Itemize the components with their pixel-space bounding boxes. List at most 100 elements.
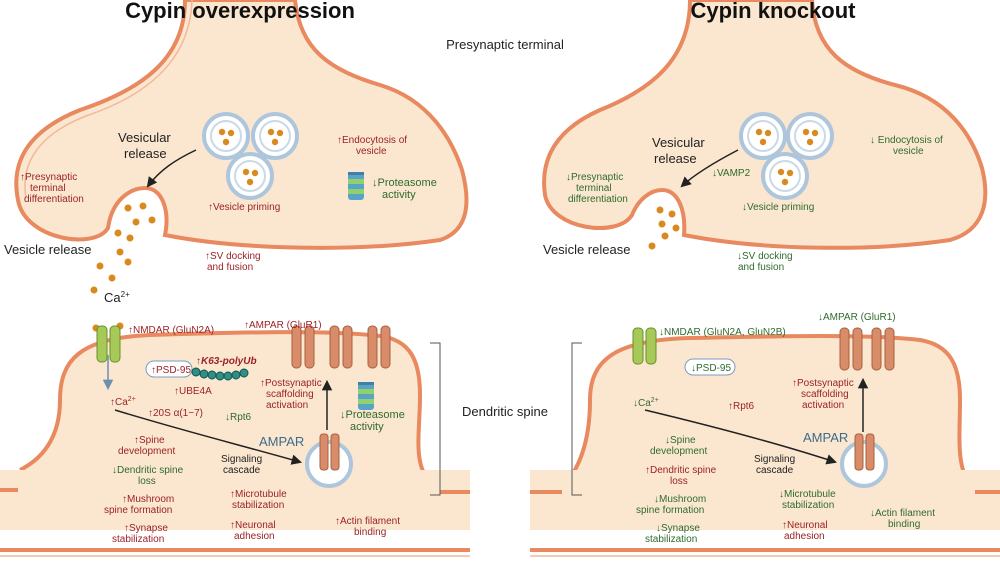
right-spine-loss-2: loss: [670, 476, 688, 487]
right-nmdar-label: ↓NMDAR (GluN2A, GluN2B): [659, 327, 786, 338]
right-signaling-2: cascade: [756, 465, 794, 476]
right-spine-dev-2: development: [650, 446, 707, 457]
right-presyn-diff-2: terminal: [576, 183, 612, 194]
left-mushroom-1: ↑Mushroom: [122, 494, 174, 505]
left-proteasome-pre-1: ↓Proteasome: [372, 177, 437, 189]
left-k63-polyub-chain: [191, 367, 249, 381]
left-proteasome-post-2: activity: [350, 421, 384, 433]
right-vesicle-2: [786, 112, 834, 160]
left-psd95-box: [145, 360, 193, 378]
left-ca-label: Ca2+: [104, 290, 130, 305]
left-microtubule-2: stabilization: [232, 500, 284, 511]
right-microtubule-1: ↓Microtubule: [779, 489, 836, 500]
left-spine-dev-1: ↑Spine: [134, 435, 165, 446]
left-mushroom-2: spine formation: [104, 505, 172, 516]
right-sv-docking-1: ↓SV docking: [737, 251, 793, 262]
right-neuronal-1: ↑Neuronal: [782, 520, 828, 531]
left-synapse-1: ↑Synapse: [124, 523, 168, 534]
left-proteasome-pre-2: activity: [382, 189, 416, 201]
left-postsyn-1: ↑Postsynaptic: [260, 378, 322, 389]
left-ampar-membrane-receptors: [291, 325, 391, 369]
left-endocytosis-1: ↑Endocytosis of: [337, 135, 407, 146]
right-ampar-membrane-receptors: [839, 327, 895, 371]
left-ampar-glur1-label: ↑AMPAR (GluR1): [244, 320, 322, 331]
left-vesicular-release-label-1: Vesicular: [118, 130, 171, 145]
left-actin-1: ↑Actin filament: [335, 516, 400, 527]
right-released-vesicles: [648, 206, 680, 250]
right-endocytosis-2: vesicle: [893, 146, 924, 157]
right-signaling-1: Signaling: [754, 454, 795, 465]
left-vesicle-release-label: Vesicle release: [4, 242, 91, 257]
left-nmdar-receptor: [96, 325, 121, 363]
right-vesicular-release-label-1: Vesicular: [652, 135, 705, 150]
left-neuronal-2: adhesion: [234, 531, 275, 542]
left-vesicle-2: [251, 112, 299, 160]
left-psd95-label: ↑PSD-95: [151, 365, 191, 376]
left-ube4a-label: ↑UBE4A: [174, 386, 212, 397]
right-presyn-diff-3: differentiation: [568, 194, 628, 205]
left-signaling-2: cascade: [223, 465, 261, 476]
right-rpt6-label: ↑Rpt6: [728, 401, 755, 412]
right-presyn-diff-1: ↓Presynaptic: [566, 172, 623, 183]
right-synapse-2: stabilization: [645, 534, 697, 545]
right-microtubule-2: stabilization: [782, 500, 834, 511]
left-spine-loss-1: ↓Dendritic spine: [112, 465, 184, 476]
right-dendrite-shaft: [530, 470, 1000, 530]
left-signaling-arrow: [114, 409, 303, 465]
left-vesicle-3: [226, 152, 274, 200]
right-spine-bracket: [571, 342, 582, 496]
right-endocytosis-1: ↓ Endocytosis of: [870, 135, 943, 146]
left-vesicular-release-label-2: release: [124, 146, 167, 161]
left-postsyn-3: activation: [266, 400, 308, 411]
left-vesicular-release-arrow: [146, 149, 197, 188]
left-rpt6-label: ↓Rpt6: [225, 412, 252, 423]
right-postsyn-2: scaffolding: [801, 389, 849, 400]
left-nmdar-label: ↑NMDAR (GluN2A): [128, 325, 214, 336]
right-psd95-label: ↓PSD-95: [691, 363, 731, 374]
left-proteasome-post-1: ↓Proteasome: [340, 409, 405, 421]
left-spine-bracket: [430, 342, 441, 496]
right-neuronal-2: adhesion: [784, 531, 825, 542]
left-panel: Cypin overexpression Vesicular release ↑…: [0, 0, 470, 557]
right-vesicular-release-label-2: release: [654, 151, 697, 166]
right-ampar-label: AMPAR: [803, 430, 848, 445]
left-neuronal-1: ↑Neuronal: [230, 520, 276, 531]
left-vesicle-1: [202, 112, 250, 160]
right-nmdar-receptor: [632, 327, 657, 365]
left-microtubule-1: ↑Microtubule: [230, 489, 287, 500]
left-title: Cypin overexpression: [125, 0, 355, 23]
right-spine-loss-1: ↑Dendritic spine: [645, 465, 717, 476]
right-actin-2: binding: [888, 519, 920, 530]
left-synapse-2: stabilization: [112, 534, 164, 545]
right-synapse-1: ↓Synapse: [656, 523, 700, 534]
left-presynaptic-inner-line: [24, 0, 193, 199]
right-vesicular-release-arrow: [680, 149, 739, 188]
left-presyn-diff-3: differentiation: [24, 194, 84, 205]
left-actin-2: binding: [354, 527, 386, 538]
left-k63-label: ↑K63-polyUb: [196, 356, 257, 367]
left-proteasome-post-icon: [358, 382, 374, 410]
right-ampar-glur1-label: ↓AMPAR (GluR1): [818, 312, 896, 323]
right-postsyn-1: ↑Postsynaptic: [792, 378, 854, 389]
right-spine-dev-1: ↓Spine: [665, 435, 696, 446]
left-endocytosis-2: vesicle: [356, 146, 387, 157]
right-title: Cypin knockout: [690, 0, 856, 23]
left-ampar-vesicle: [305, 433, 353, 488]
dendritic-spine-label: Dendritic spine: [462, 404, 548, 419]
left-presyn-diff-2: terminal: [30, 183, 66, 194]
left-vesicle-priming: ↑Vesicle priming: [208, 202, 280, 213]
left-spine-loss-2: loss: [138, 476, 156, 487]
right-vamp2-label: ↓VAMP2: [712, 168, 751, 179]
presynaptic-terminal-label: Presynaptic terminal: [446, 37, 564, 52]
left-released-vesicles: [90, 202, 156, 332]
right-vesicle-1: [739, 112, 787, 160]
right-actin-1: ↓Actin filament: [870, 508, 935, 519]
right-signaling-arrow: [644, 409, 837, 465]
right-mushroom-2: spine formation: [636, 505, 704, 516]
left-dendrite-shaft: [0, 470, 470, 530]
left-sv-docking-1: ↑SV docking: [205, 251, 261, 262]
left-presyn-diff-1: ↑Presynaptic: [20, 172, 77, 183]
left-postsyn-2: scaffolding: [266, 389, 314, 400]
left-signaling-1: Signaling: [221, 454, 262, 465]
right-vesicle-3: [761, 152, 809, 200]
